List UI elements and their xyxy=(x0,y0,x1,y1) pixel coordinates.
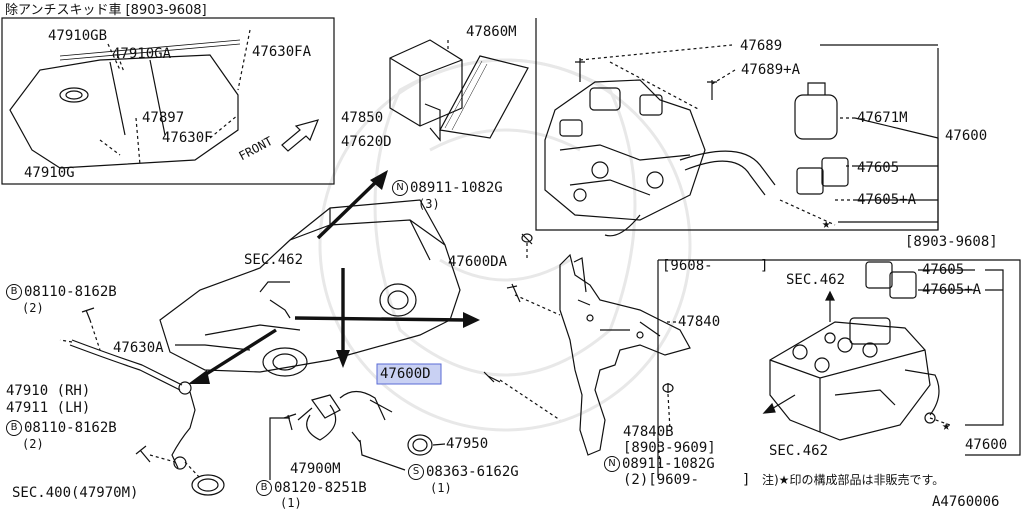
sec-462-car: SEC.462 xyxy=(244,252,304,268)
label-47840: 47840 xyxy=(678,314,721,330)
front-arrow xyxy=(281,119,320,152)
label-47850: 47850 xyxy=(341,110,384,126)
bolt-qty: (1) xyxy=(280,496,302,510)
sec-400: SEC.400(47970M) xyxy=(12,485,139,501)
label-47671m: 47671M xyxy=(857,110,908,126)
bolt-number: 08911-1082G xyxy=(622,456,715,472)
label-47910gb: 47910GB xyxy=(48,28,108,44)
diagram-code: A4760006 xyxy=(932,494,1000,510)
symbol-s: S xyxy=(408,464,424,480)
sec-462-lower: SEC.462 xyxy=(769,443,829,459)
inset-frame-non-abs xyxy=(1,17,335,185)
bolt-number: 08110-8162B xyxy=(24,420,117,436)
symbol-n: N xyxy=(392,180,408,196)
label-47689: 47689 xyxy=(740,38,783,54)
highlight-47600D xyxy=(376,363,442,385)
star-old: ★ xyxy=(822,216,831,232)
bracket-drawing xyxy=(559,253,691,456)
screw-number: 08363-6162G xyxy=(426,464,519,480)
date-new-open: [9608- xyxy=(662,258,713,274)
note-not-sold: 注)★印の構成部品は非販売です。 xyxy=(762,473,945,487)
label-47911-lh: 47911 (LH) xyxy=(6,400,91,416)
label-47600d[interactable]: 47600D xyxy=(380,366,431,382)
relay-47671m xyxy=(794,82,838,140)
bolt-qty: (2) xyxy=(22,437,44,451)
label-47600-old: 47600 xyxy=(945,128,988,144)
date-bracket-b-close: ] xyxy=(742,472,751,488)
car-drawing xyxy=(159,199,461,377)
date-bracket-a: [8903-9609] xyxy=(623,440,716,456)
label-47910ga: 47910GA xyxy=(112,46,172,62)
label-47897: 47897 xyxy=(142,110,185,126)
label-47605-new: 47605 xyxy=(922,262,965,278)
symbol-n: N xyxy=(604,456,620,472)
label-47605a-old: 47605+A xyxy=(857,192,917,208)
module-cover-drawing xyxy=(439,55,529,139)
label-47600-new: 47600 xyxy=(965,437,1008,453)
label-47910g: 47910G xyxy=(24,165,75,181)
rear-sensor-drawing xyxy=(283,390,433,456)
label-47900m: 47900M xyxy=(290,461,341,477)
label-47620d: 47620D xyxy=(341,134,392,150)
sec-462-upper: SEC.462 xyxy=(786,272,846,288)
bolt-number: 08110-8162B xyxy=(24,284,117,300)
label-47630f: 47630F xyxy=(162,130,213,146)
bolt-qty: (2) xyxy=(623,472,649,488)
relay-47605-old xyxy=(796,157,849,195)
symbol-b: B xyxy=(256,480,272,496)
reservoir-drawing xyxy=(9,39,241,169)
control-module-drawing xyxy=(389,39,463,142)
label-47600da: 47600DA xyxy=(448,254,508,270)
symbol-b: B xyxy=(6,420,22,436)
screw-qty: (1) xyxy=(430,481,452,495)
date-old: [8903-9608] xyxy=(905,234,998,250)
inset-header: 除アンチスキッド車 [8903-9608] xyxy=(5,3,207,18)
inset-frame-abs-new xyxy=(657,259,1021,478)
label-47840b: 47840B xyxy=(623,424,674,440)
bolt-number: 08911-1082G xyxy=(410,180,503,196)
abs-actuator-new-drawing xyxy=(769,317,940,441)
relay-47605-new xyxy=(865,261,917,299)
label-47689a: 47689+A xyxy=(741,62,801,78)
abs-actuator-old-drawing xyxy=(544,79,776,237)
callout-arrows xyxy=(199,178,467,380)
bolt-number: 08120-8251B xyxy=(274,480,367,496)
label-47910-rh: 47910 (RH) xyxy=(6,383,91,399)
label-47630a: 47630A xyxy=(113,340,164,356)
symbol-b: B xyxy=(6,284,22,300)
label-47950: 47950 xyxy=(446,436,489,452)
label-47605a-new: 47605+A xyxy=(922,282,982,298)
bolt-qty: (2) xyxy=(22,301,44,315)
bolt-qty-date: (2)[9609- xyxy=(623,472,699,488)
star-new: ★ xyxy=(942,418,951,434)
bolt-qty: (3) xyxy=(418,197,440,211)
label-47605-old: 47605 xyxy=(857,160,900,176)
label-47860m: 47860M xyxy=(466,24,517,40)
date-new-close: ] xyxy=(760,258,769,274)
bolt-date: [9609- xyxy=(648,472,699,488)
label-47630fa: 47630FA xyxy=(252,44,312,60)
front-sensor-drawing xyxy=(69,307,225,496)
